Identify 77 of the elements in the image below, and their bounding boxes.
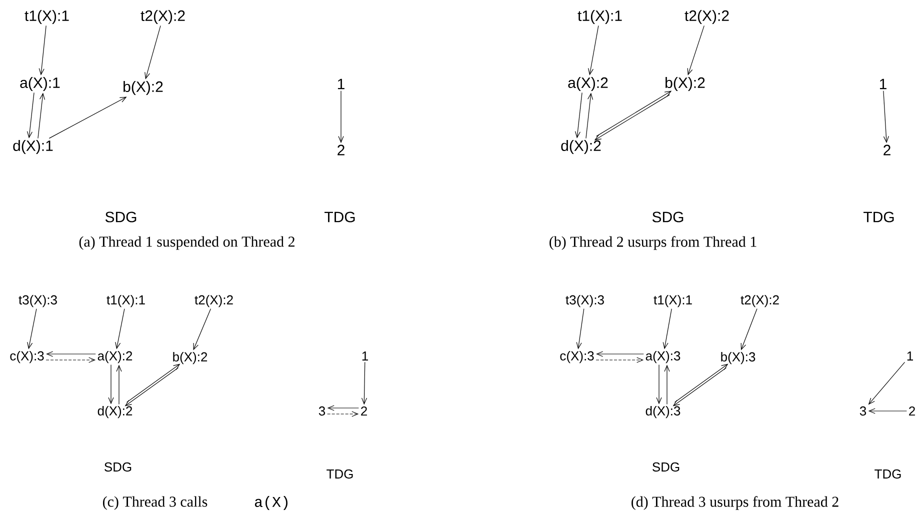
subfigure-caption: (c) Thread 3 calls bbox=[102, 496, 208, 510]
node-label: d(X):2 bbox=[98, 406, 132, 418]
code-text: a(X) bbox=[254, 496, 288, 510]
arrow bbox=[327, 411, 359, 417]
arrow bbox=[115, 308, 125, 350]
node-label: b(X):2 bbox=[666, 77, 705, 91]
graph-title: SDG bbox=[105, 212, 136, 222]
subfigure-caption: (b) Thread 2 usurps from Thread 1 bbox=[550, 236, 756, 250]
node-label: 2 bbox=[909, 406, 915, 416]
node-label: a(X):2 bbox=[568, 77, 608, 91]
node-label: t1(X):1 bbox=[654, 294, 692, 308]
arrow bbox=[38, 25, 46, 76]
node-label: c(X):3 bbox=[560, 350, 594, 364]
arrow bbox=[26, 92, 34, 138]
arrow bbox=[574, 92, 582, 138]
node-label: 1 bbox=[880, 78, 886, 90]
node-label: t2(X):2 bbox=[194, 294, 233, 308]
node-label: t2(X):2 bbox=[140, 10, 185, 24]
arrow bbox=[108, 364, 114, 404]
arrow bbox=[46, 357, 96, 363]
node-label: t2(X):2 bbox=[740, 294, 779, 308]
node-label: 1 bbox=[907, 352, 913, 360]
arrow bbox=[588, 25, 599, 76]
arrow bbox=[586, 92, 594, 139]
node-label: b(X):2 bbox=[173, 352, 208, 364]
node-label: t1(X):1 bbox=[24, 10, 69, 24]
arrow bbox=[361, 362, 368, 405]
node-label: a(X):3 bbox=[646, 350, 680, 364]
arrow bbox=[27, 308, 37, 350]
node-label: t3(X):3 bbox=[18, 294, 57, 308]
node-label: 2 bbox=[884, 144, 890, 156]
graph-title: SDG bbox=[104, 462, 132, 472]
arrow bbox=[740, 308, 758, 350]
arrow bbox=[687, 25, 704, 76]
node-label: d(X):3 bbox=[646, 406, 680, 418]
arrow bbox=[46, 351, 96, 357]
graph-title: TDG bbox=[864, 212, 894, 222]
arrow bbox=[327, 405, 359, 411]
node-label: 2 bbox=[338, 144, 344, 156]
node-label: a(X):2 bbox=[98, 350, 132, 364]
graph-title: TDG bbox=[874, 469, 901, 479]
graph-title: SDG bbox=[652, 212, 684, 222]
arrow bbox=[596, 357, 644, 363]
arrow bbox=[576, 308, 584, 350]
node-label: 1 bbox=[362, 352, 368, 360]
arrow bbox=[662, 308, 672, 350]
node-label: 3 bbox=[860, 406, 866, 416]
node-label: t2(X):2 bbox=[684, 10, 729, 24]
arrow bbox=[664, 364, 670, 405]
node-label: 2 bbox=[361, 406, 367, 416]
arrow bbox=[596, 351, 644, 357]
arrow bbox=[38, 92, 46, 139]
arrow bbox=[656, 364, 662, 404]
node-label: a(X):1 bbox=[20, 77, 60, 91]
node-label: t1(X):1 bbox=[106, 294, 145, 308]
subfigure-caption: (a) Thread 1 suspended on Thread 2 bbox=[79, 236, 294, 250]
graph-title: SDG bbox=[652, 462, 680, 472]
node-label: 1 bbox=[338, 78, 344, 90]
arrow bbox=[338, 90, 344, 144]
node-label: b(X):2 bbox=[124, 81, 163, 95]
node-label: b(X):3 bbox=[721, 352, 756, 364]
graph-title: TDG bbox=[326, 469, 353, 479]
arrow bbox=[868, 408, 907, 414]
arrow bbox=[144, 25, 161, 80]
node-label: 3 bbox=[318, 406, 326, 416]
arrow bbox=[868, 362, 906, 405]
graph-title: TDG bbox=[324, 212, 355, 222]
node-label: t1(X):1 bbox=[578, 10, 622, 24]
arrow bbox=[116, 364, 122, 405]
node-label: c(X):3 bbox=[10, 350, 44, 364]
arrow bbox=[883, 90, 889, 144]
arrow bbox=[193, 308, 212, 350]
arrow bbox=[48, 96, 127, 139]
node-label: d(X):1 bbox=[13, 140, 53, 154]
node-label: t3(X):3 bbox=[566, 294, 604, 308]
subfigure-caption: (d) Thread 3 usurps from Thread 2 bbox=[632, 496, 838, 510]
node-label: d(X):2 bbox=[561, 140, 601, 154]
